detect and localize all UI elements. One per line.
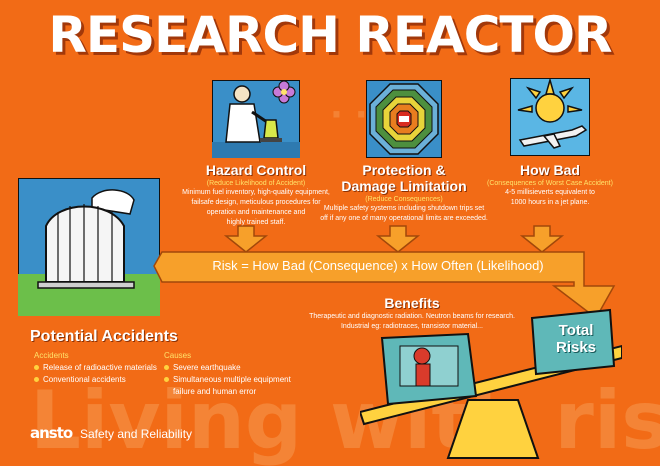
accidents-label: Accidents [34,351,69,360]
benefits-panel [380,332,478,406]
sun-icon [517,78,583,123]
balance-scale [360,308,622,459]
scale-fulcrum [446,399,540,459]
benefits-body: Therapeutic and diagnostic radiation. Ne… [309,313,515,330]
plane-icon [518,125,588,149]
how-bad-body: 4-5 millisieverts equivalent to 1000 hou… [505,189,595,206]
protection-heading-line1: Protection & [362,162,446,178]
protection-heading-line2: Damage Limitation [341,178,467,194]
patient-icon [413,347,431,365]
hazard-control-heading: Hazard Control [205,162,307,178]
how-bad-subheading: (Consequences of Worst Case Accident) [487,180,613,187]
protection-subheading: (Reduce Consequences) [365,196,443,203]
list-item: Conventional accidents [34,374,164,386]
hazard-control-body: Minimum fuel inventory, high-quality equ… [182,189,330,226]
hazard-control-subheading: (Reduce Likelihood of Accident) [206,180,306,187]
total-risks-label: Total Risks [555,322,597,356]
target-icon [366,80,442,158]
scientist-icon [212,80,300,158]
page-title: RESEARCH REACTOR [48,6,612,64]
footer-tagline: Safety and Reliability [80,427,193,441]
risk-formula: Risk = How Bad (Consequence) x How Often… [212,258,544,273]
flower-icon [272,80,296,104]
ansto-logo: ansto [30,424,73,442]
total-risks-panel [530,308,616,376]
reactor-building-icon [18,178,160,316]
list-item: Simultaneous multiple equipment failure … [164,374,304,398]
protection-body: Multiple safety systems including shutdo… [320,205,488,222]
list-item: Release of radioactive materials [34,362,164,374]
accidents-list: Release of radioactive materials Convent… [34,362,164,386]
list-item: Severe earthquake [164,362,304,374]
sun-and-plane-icon [510,78,590,156]
watermark-text: Living with risk [30,374,660,466]
causes-label: Causes [164,351,192,360]
down-arrow-protection [375,225,421,253]
causes-list: Severe earthquake Simultaneous multiple … [164,362,304,398]
potential-accidents-heading: Potential Accidents [30,328,178,345]
down-arrow-howbad [519,225,565,253]
benefits-heading: Benefits [384,295,440,311]
how-bad-heading: How Bad [520,162,580,178]
down-arrow-hazard [223,225,269,253]
